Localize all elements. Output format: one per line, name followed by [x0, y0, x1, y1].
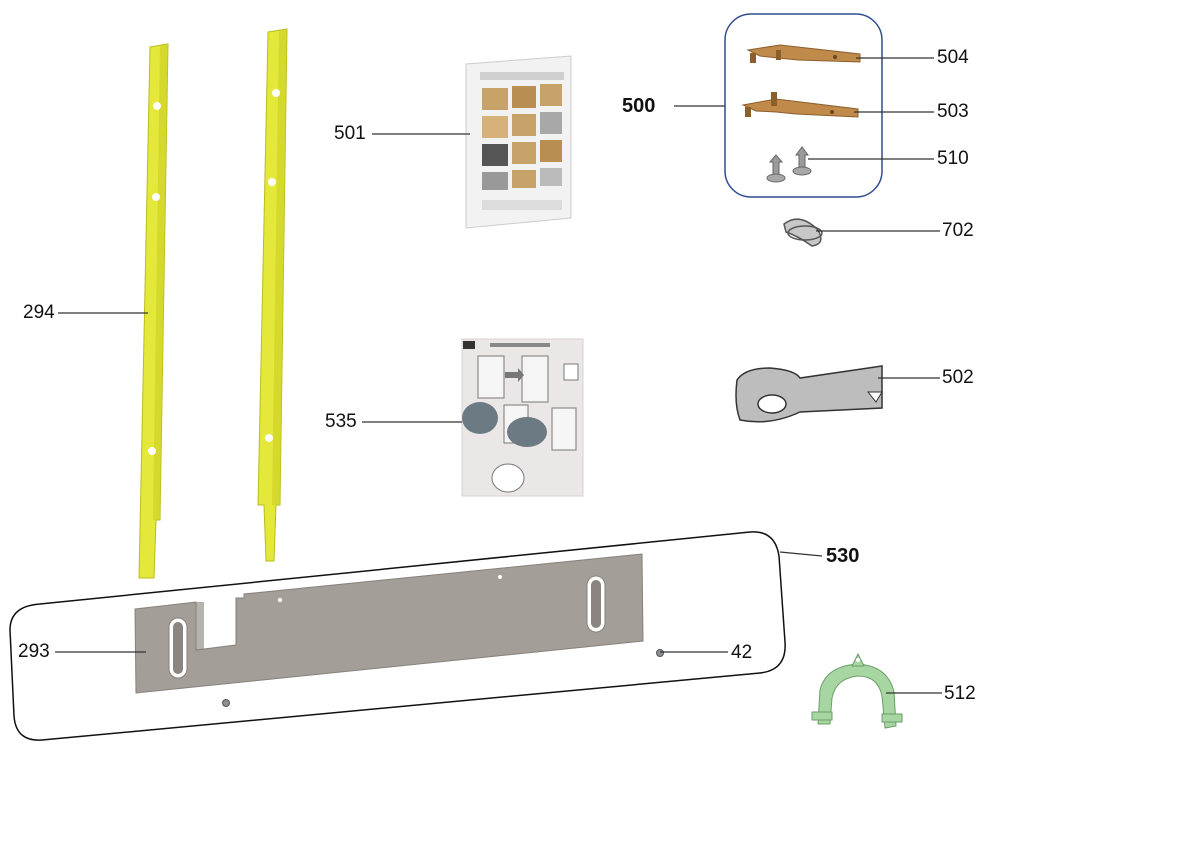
leader-530 — [779, 551, 823, 557]
hose-clamp-702 — [783, 218, 823, 247]
label-702: 702 — [942, 220, 974, 241]
bracket-504 — [746, 44, 861, 63]
label-502: 502 — [942, 367, 974, 388]
label-504: 504 — [937, 47, 969, 68]
label-530: 530 — [826, 545, 860, 567]
screw-42 — [222, 649, 664, 707]
label-294: 294 — [23, 302, 55, 323]
hose-hook-512 — [811, 652, 903, 729]
adhesive-tape-502 — [735, 365, 883, 423]
label-42: 42 — [731, 642, 753, 663]
instruction-sheet-501 — [465, 55, 572, 229]
rail-left — [138, 43, 169, 579]
mounting-plate-293 — [134, 553, 644, 694]
label-503: 503 — [937, 101, 969, 122]
group-outline-530 — [9, 531, 786, 741]
label-500: 500 — [622, 95, 656, 117]
leader-lines — [55, 57, 942, 694]
bracket-503 — [741, 92, 859, 118]
label-510: 510 — [937, 148, 969, 169]
label-535: 535 — [325, 411, 357, 432]
label-293: 293 — [18, 641, 50, 662]
rail-right — [257, 28, 288, 562]
instruction-sheet-535 — [461, 338, 584, 497]
label-501: 501 — [334, 123, 366, 144]
label-512: 512 — [944, 683, 976, 704]
screws-510 — [766, 146, 812, 183]
